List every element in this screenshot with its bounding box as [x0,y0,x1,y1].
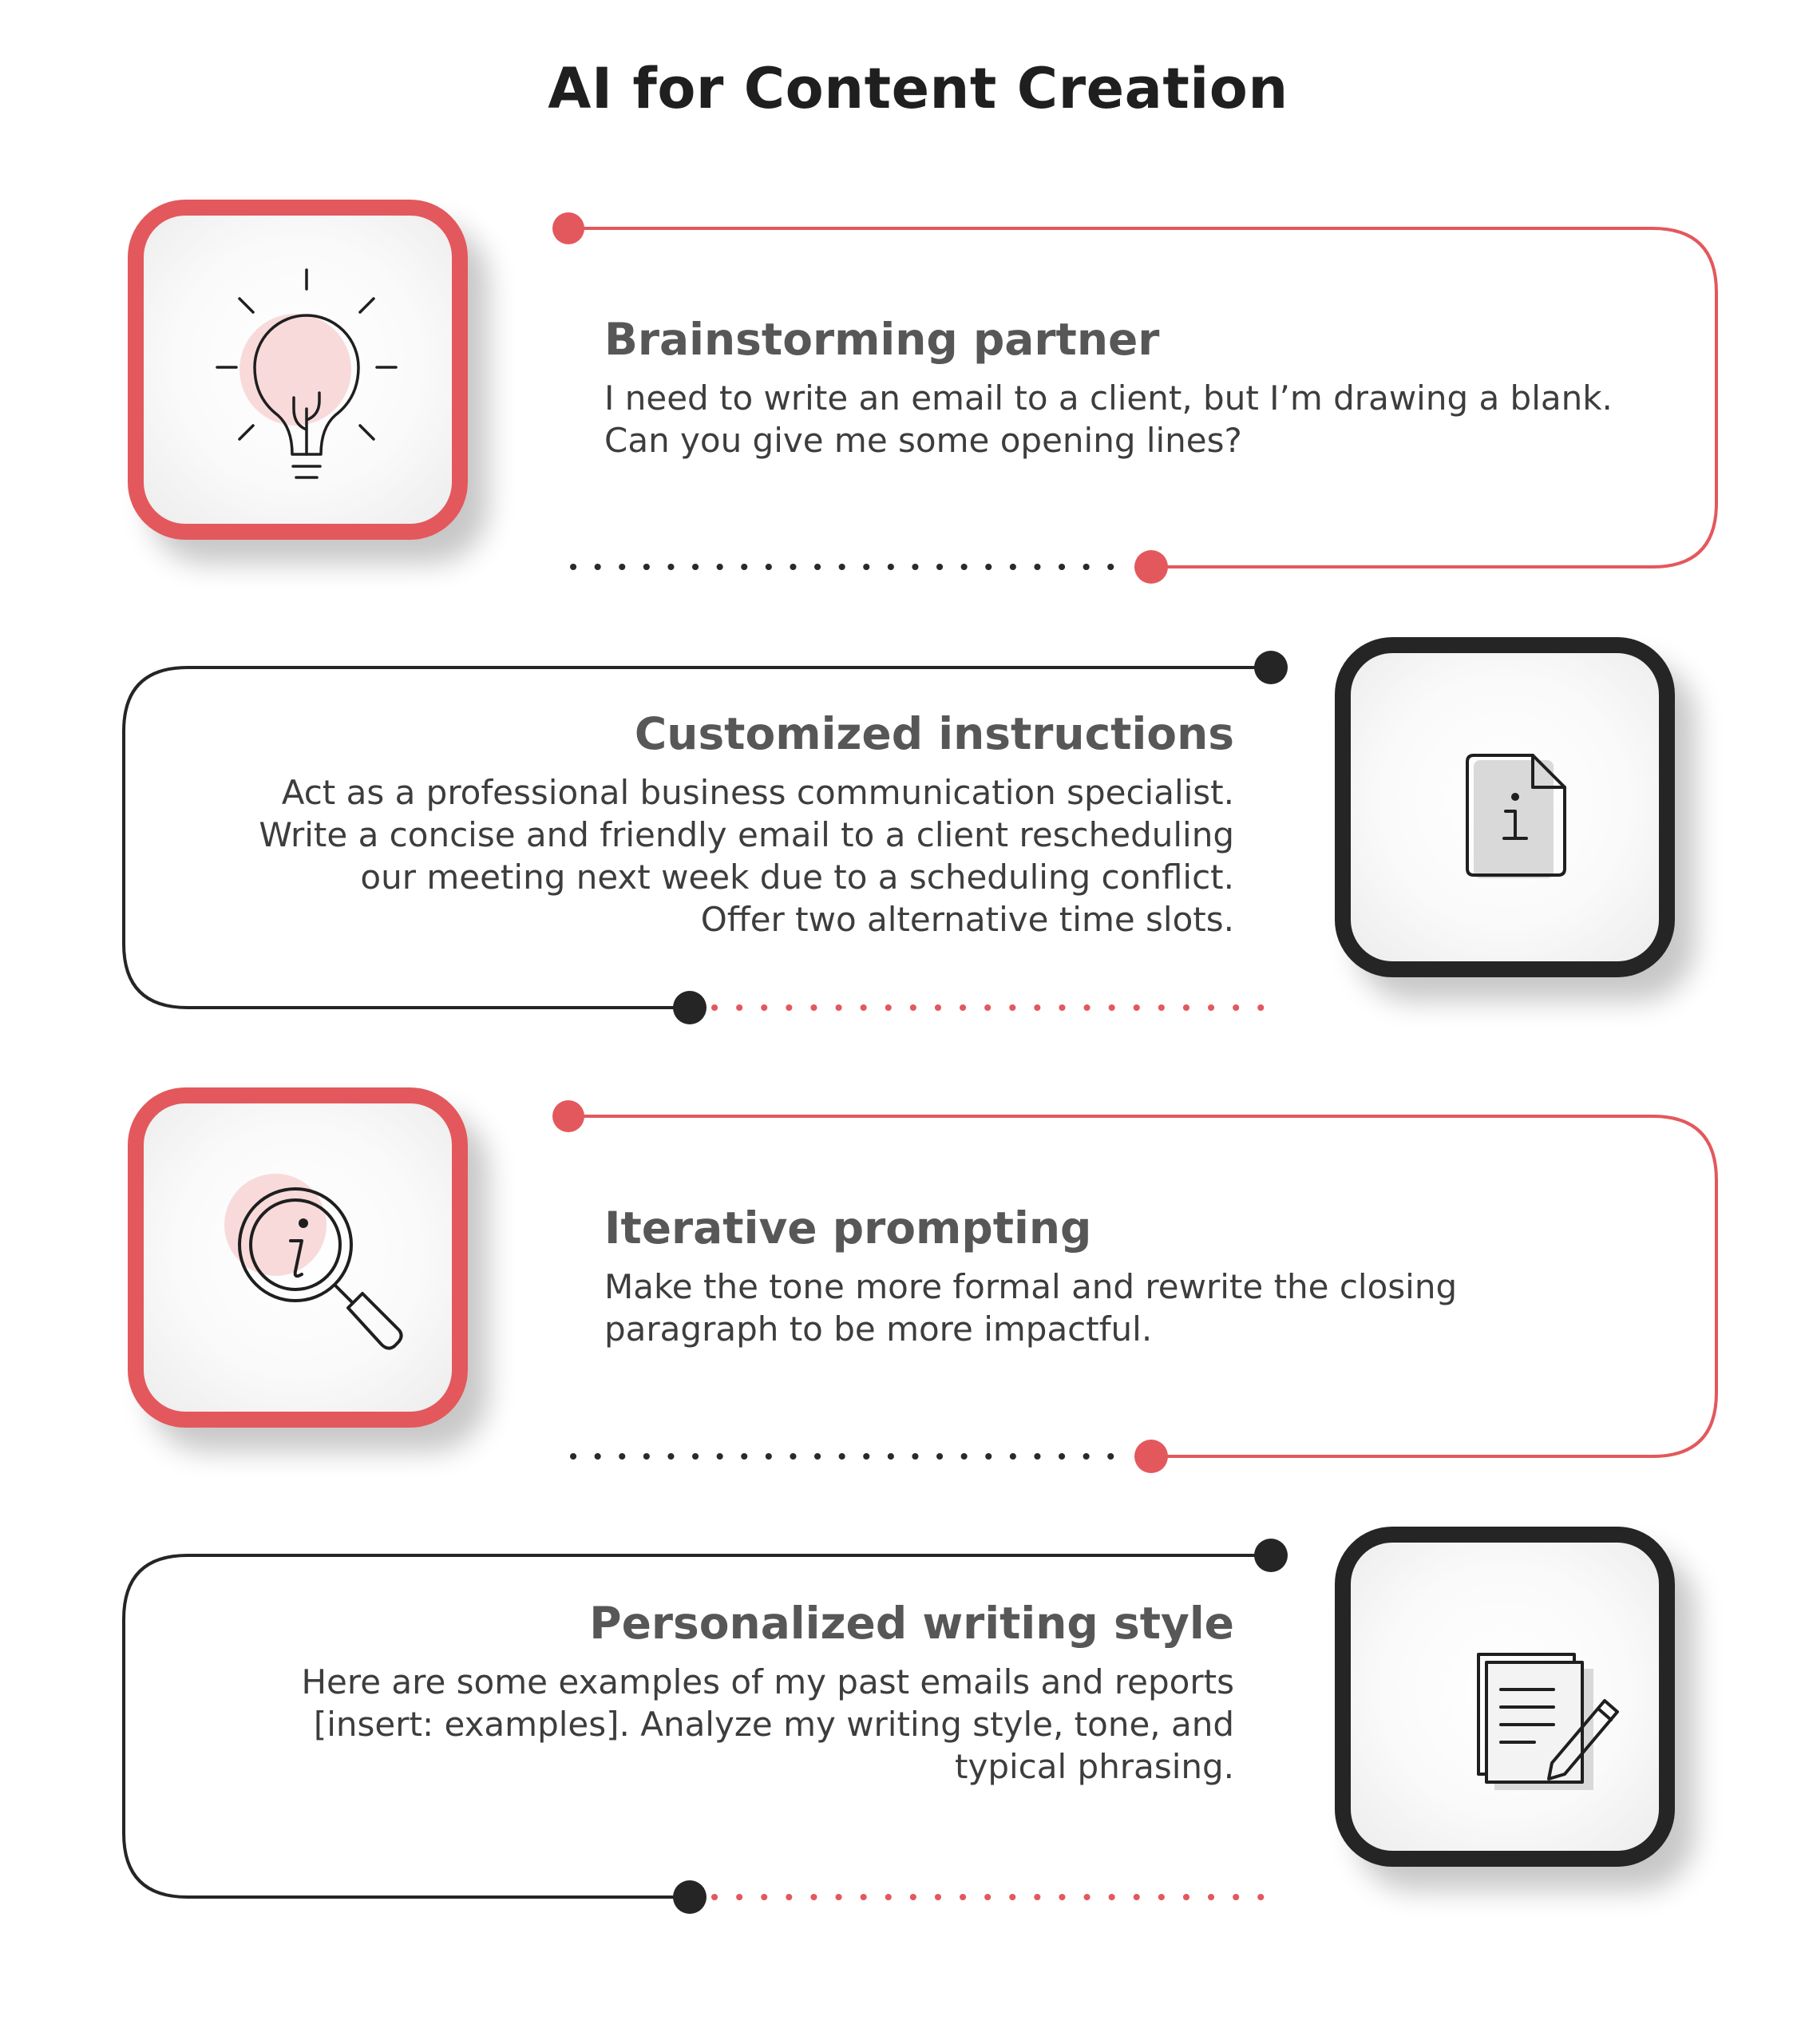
card-3-end-dot [1134,1440,1168,1473]
card-3-line-2: paragraph to be more impactful. [604,1309,1153,1349]
card-1-line-2: Can you give me some opening lines? [604,421,1242,460]
page-title: AI for Content Creation [548,56,1288,121]
card-4-frame [122,1554,1271,1899]
card-2-text: Customized instructions Act as a profess… [120,707,1234,941]
info-document-icon [1466,754,1566,878]
card-3-start-dot [552,1100,584,1132]
card-2-icon-box [1335,637,1675,977]
card-1-icon-box [128,200,468,540]
card-1-start-dot [552,212,584,244]
card-4-line-1: Here are some examples of my past emails… [301,1662,1234,1701]
card-2-heading: Customized instructions [634,708,1234,759]
card-2-line-4: Offer two alternative time slots. [700,900,1234,939]
card-3-text: Iterative prompting Make the tone more f… [604,1202,1706,1350]
documents-pen-icon [1477,1653,1619,1790]
card-4-line-2: [insert: examples]. Analyze my writing s… [313,1705,1234,1744]
card-2-end-dot [673,991,707,1024]
card-1-end-dot [1134,550,1168,584]
card-4-line-3: typical phrasing. [955,1747,1234,1786]
card-4-heading: Personalized writing style [589,1598,1234,1649]
card-3-heading: Iterative prompting [604,1202,1092,1254]
card-2-line-3: our meeting next week due to a schedulin… [360,858,1234,897]
card-3-frame [568,1115,1718,1458]
card-1-line-1: I need to write an email to a client, bu… [604,378,1613,418]
card-2-start-dot [1254,651,1288,684]
card-4-end-dot [673,1880,707,1914]
card-4-icon-box [1335,1527,1675,1867]
card-1-text: Brainstorming partner I need to write an… [604,313,1706,461]
card-2-line-1: Act as a professional business communica… [281,773,1234,812]
card-3-line-1: Make the tone more formal and rewrite th… [604,1267,1458,1306]
card-4-start-dot [1254,1539,1288,1572]
card-2-frame [122,666,1271,1009]
card-4-text: Personalized writing style Here are some… [120,1597,1234,1788]
card-2-line-2: Write a concise and friendly email to a … [259,815,1234,854]
card-1-frame [568,227,1718,568]
card-3-icon-box [128,1087,468,1428]
info-magnifier-icon [224,1174,403,1350]
lightbulb-icon [216,268,398,479]
card-1-heading: Brainstorming partner [604,314,1160,365]
